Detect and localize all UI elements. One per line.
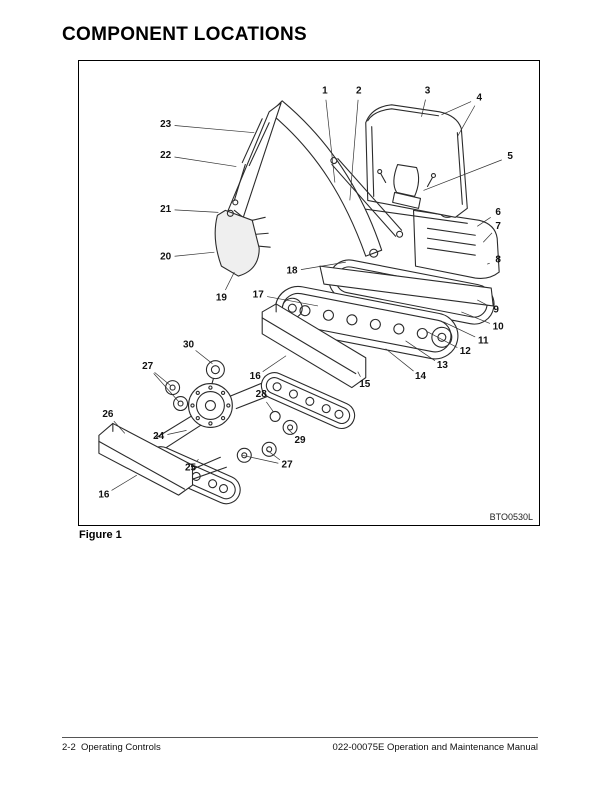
rollers-sprockets	[236, 410, 298, 463]
callout-leader-27	[242, 454, 279, 464]
callout-number-11: 11	[478, 335, 489, 346]
callout-number-4: 4	[476, 92, 482, 103]
boom	[269, 100, 404, 258]
callout-number-16: 16	[98, 490, 110, 501]
callout-leader-28	[266, 401, 274, 412]
callout-leader-10	[461, 311, 491, 324]
callout-number-2: 2	[356, 85, 362, 96]
footer-divider	[62, 737, 538, 738]
callout-leader-11	[443, 321, 476, 338]
callout-leader-7	[482, 232, 493, 243]
page-title: COMPONENT LOCATIONS	[62, 23, 307, 45]
figure-code: BTO0530L	[488, 512, 534, 522]
callout-leader-5	[423, 159, 502, 191]
callout-number-7: 7	[495, 221, 501, 232]
callout-leader-2	[349, 99, 359, 201]
undercarriage-view	[98, 360, 356, 505]
callout-leader-21	[174, 209, 219, 213]
track-frame	[156, 375, 291, 448]
callout-leader-23	[174, 125, 255, 134]
callout-number-22: 22	[160, 150, 172, 161]
callout-number-1: 1	[322, 85, 328, 96]
callout-number-5: 5	[507, 151, 513, 162]
callout-leader-8	[487, 262, 490, 265]
callout-number-19: 19	[216, 292, 228, 303]
callout-leader-4	[457, 105, 476, 137]
callout-number-23: 23	[160, 119, 172, 130]
callout-leader-25	[196, 459, 199, 462]
callout-number-17: 17	[253, 289, 265, 300]
dozer-blade-upper	[261, 303, 367, 389]
callout-number-3: 3	[425, 85, 431, 96]
callout-leader-12	[427, 331, 458, 348]
callout-number-25: 25	[185, 463, 197, 474]
callout-number-20: 20	[160, 252, 172, 263]
callout-leader-19	[225, 271, 235, 291]
swing-bearing	[187, 383, 233, 428]
track-right	[260, 372, 356, 430]
page-footer: 2-2 Operating Controls 022-00075E Operat…	[62, 742, 538, 753]
callout-number-8: 8	[495, 255, 501, 266]
callout-leader-6	[477, 217, 491, 227]
callout-leader-9	[477, 299, 489, 307]
callout-leader-24	[167, 430, 187, 435]
callout-number-24: 24	[153, 431, 165, 442]
callout-leader-27	[153, 373, 179, 402]
callout-leader-1	[325, 99, 336, 183]
callout-leader-30	[195, 350, 213, 364]
callout-leader-22	[174, 156, 237, 167]
deck	[319, 265, 494, 307]
callout-leader-15	[357, 371, 361, 377]
bucket	[214, 209, 271, 277]
callout-number-21: 21	[160, 204, 172, 215]
footer-manual-title: 022-00075E Operation and Maintenance Man…	[332, 742, 538, 753]
excavator-diagram: 1234567891011121314151617181920212223302…	[98, 85, 513, 505]
upper-machine	[214, 100, 500, 389]
travel-motor	[205, 360, 225, 387]
callout-number-26: 26	[102, 409, 114, 420]
callout-number-27: 27	[142, 361, 154, 372]
callout-number-12: 12	[460, 346, 472, 357]
dozer-blade-lower	[98, 422, 227, 496]
figure-caption: Figure 1	[79, 529, 122, 541]
callout-leader-29	[287, 429, 294, 435]
canopy	[365, 104, 468, 218]
callout-leader-17	[267, 296, 319, 307]
callout-number-13: 13	[437, 360, 449, 371]
callout-leader-13	[405, 340, 436, 361]
callout-number-27: 27	[282, 460, 294, 471]
callout-leader-27	[266, 450, 281, 461]
callout-leader-3	[421, 99, 426, 117]
callout-number-14: 14	[415, 371, 427, 382]
callout-number-30: 30	[183, 339, 195, 350]
callout-leader-18	[300, 261, 346, 270]
callout-leader-20	[174, 251, 215, 257]
callout-number-28: 28	[256, 389, 268, 400]
callout-number-9: 9	[493, 304, 499, 315]
callout-leader-27	[154, 372, 171, 386]
callout-leader-16	[111, 474, 137, 491]
idler-wheels-left	[165, 380, 189, 412]
callout-leader-4	[441, 101, 472, 116]
callout-number-16: 16	[250, 371, 262, 382]
callout-number-15: 15	[359, 379, 371, 390]
arm	[226, 102, 282, 223]
callout-number-18: 18	[287, 266, 299, 277]
callout-leader-16	[262, 355, 287, 372]
callout-leader-26	[113, 420, 126, 434]
callout-number-6: 6	[495, 207, 501, 218]
callout-number-29: 29	[295, 435, 307, 446]
callout-leader-14	[385, 348, 414, 372]
callout-number-10: 10	[493, 321, 505, 332]
seat	[359, 164, 468, 224]
footer-page-section: 2-2 Operating Controls	[62, 742, 161, 753]
